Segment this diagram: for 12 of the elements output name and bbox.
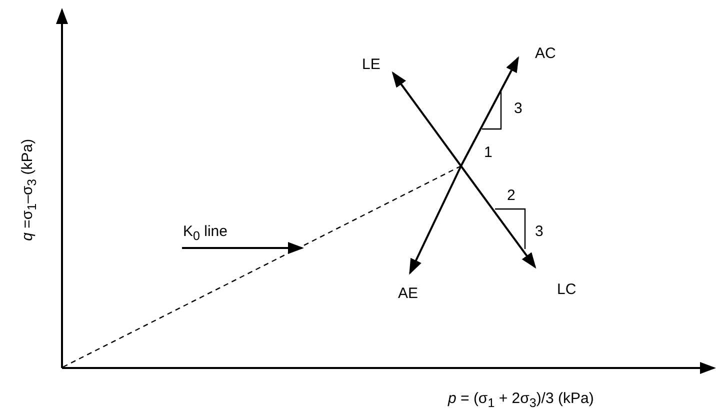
slope-number: 3	[535, 224, 544, 240]
slope-number: 1	[484, 145, 492, 162]
path-label: AE	[398, 286, 418, 302]
dashed-line	[62, 165, 462, 368]
path-label: AC	[535, 46, 556, 62]
path-label: LC	[557, 282, 576, 298]
axis-title: p = (σ$_{1}$ + 2σ$_{3}$)/3 (kPa)	[448, 391, 594, 411]
slope-number: 3	[514, 101, 522, 118]
path-label: LE	[362, 57, 380, 74]
slope-number: 2	[507, 188, 516, 204]
line-label: K$_{0}$ line	[183, 224, 228, 244]
leader-line	[182, 242, 304, 254]
